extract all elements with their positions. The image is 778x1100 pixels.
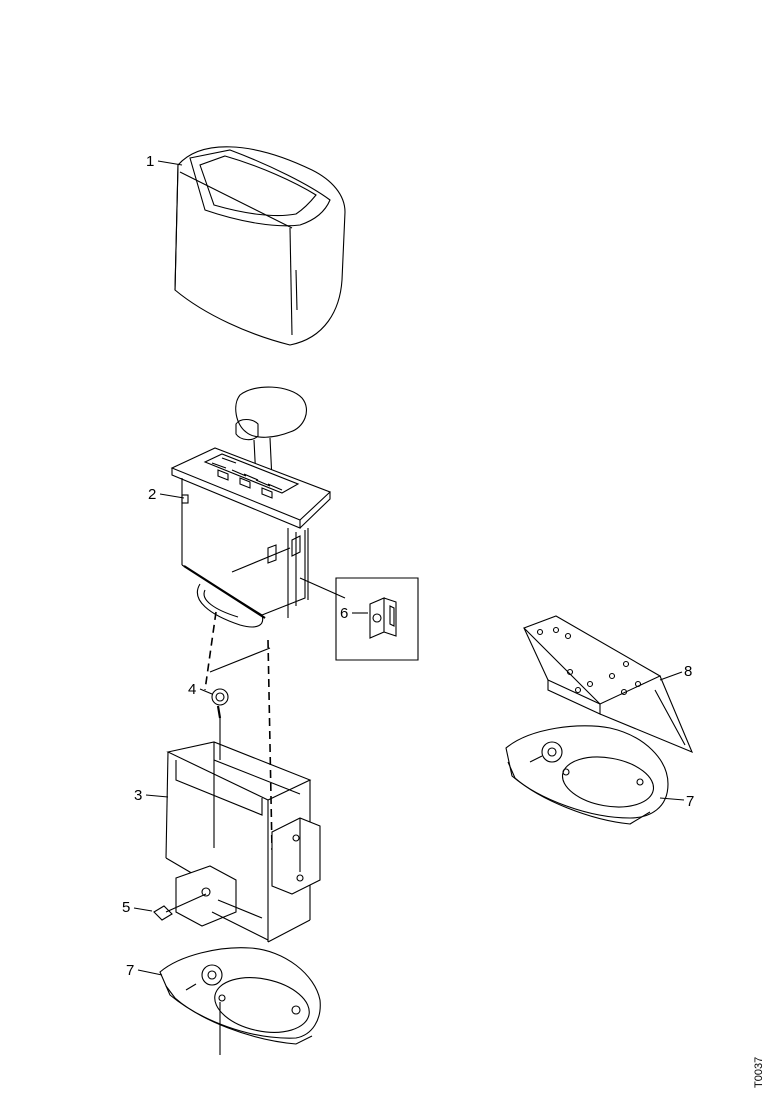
callout-label-6: 6 xyxy=(340,605,348,622)
part-6-detail-inset xyxy=(335,577,419,661)
part-5-bolt xyxy=(153,893,207,921)
callout-7-left: 7 xyxy=(126,962,163,979)
part-1-console-cover xyxy=(174,146,346,346)
callout-4: 4 xyxy=(188,681,213,698)
callout-label-7-left: 7 xyxy=(126,962,134,979)
part-3-mounting-bracket xyxy=(165,741,321,943)
part-4-screw xyxy=(211,688,229,760)
alignment-lines xyxy=(204,611,273,851)
callout-label-4: 4 xyxy=(188,681,196,698)
callout-2: 2 xyxy=(148,486,189,504)
part-7-base-plate-left xyxy=(159,947,321,1055)
part-8-angled-bracket xyxy=(523,615,694,754)
callout-label-5: 5 xyxy=(122,899,130,916)
callout-label-1: 1 xyxy=(146,153,154,170)
part-2-shifter-assembly xyxy=(170,386,346,628)
callout-3: 3 xyxy=(134,787,169,804)
callout-7-right: 7 xyxy=(659,793,694,810)
callout-6: 6 xyxy=(340,605,368,622)
callout-1: 1 xyxy=(146,153,183,170)
callout-label-3: 3 xyxy=(134,787,142,804)
callout-label-2: 2 xyxy=(148,486,156,503)
callout-8: 8 xyxy=(659,663,692,681)
part-7-base-plate-right xyxy=(505,725,669,825)
drawing-code: T0037 xyxy=(753,1057,765,1088)
callout-5: 5 xyxy=(122,899,153,916)
callout-label-7-right: 7 xyxy=(686,793,694,810)
callout-label-8: 8 xyxy=(684,663,692,680)
